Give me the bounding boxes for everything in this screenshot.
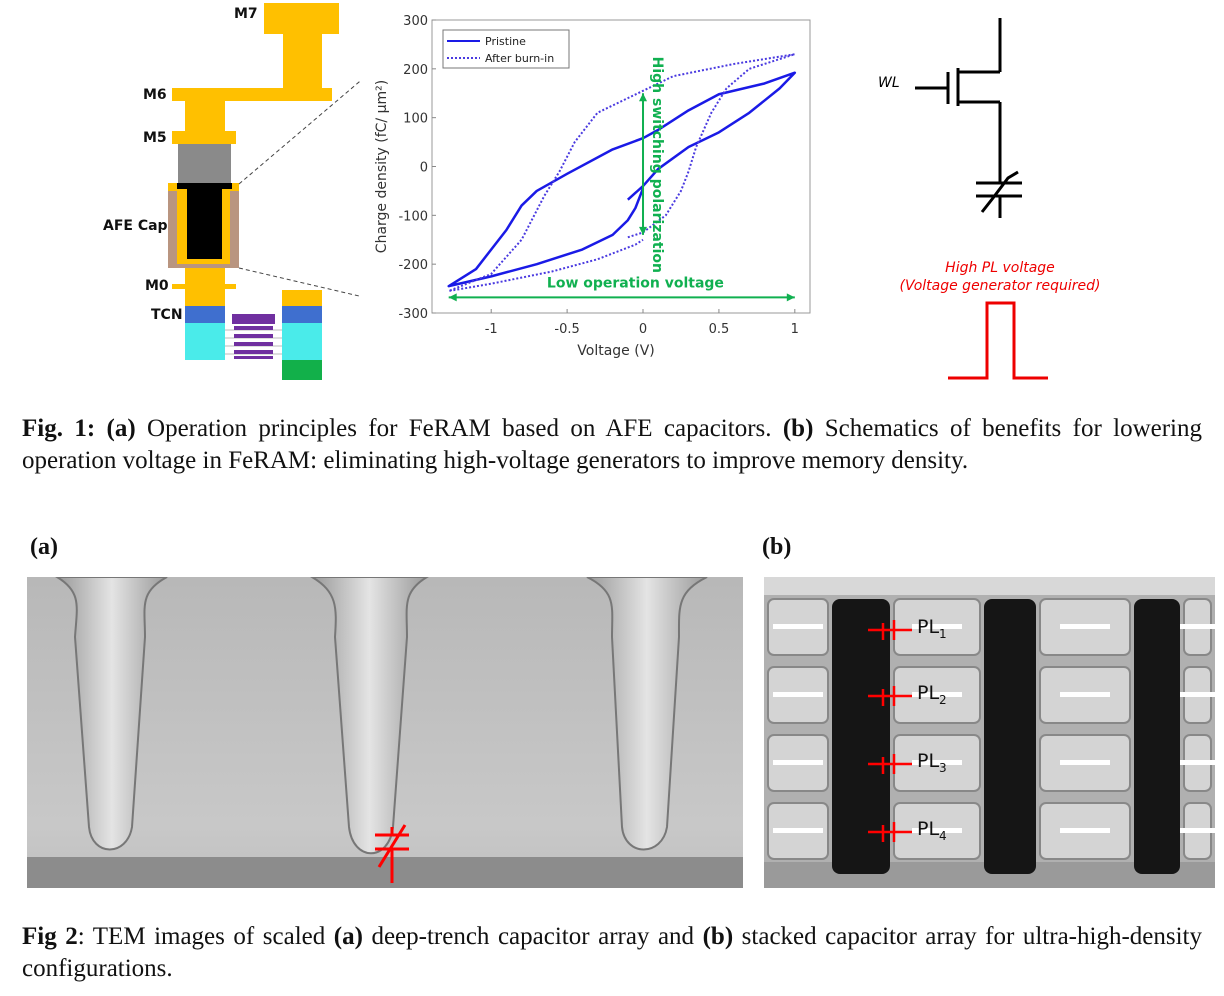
electrode-highlight <box>912 624 962 629</box>
zoom-guide-line <box>238 80 360 185</box>
electrode-highlight <box>1172 760 1215 765</box>
feram-cell-schematic: WL High PL voltage (Voltage generator re… <box>878 18 1101 380</box>
fig2-panel-b-label: (b) <box>762 534 792 560</box>
x-tick-label: 1 <box>791 322 799 337</box>
legend-label: Pristine <box>485 35 526 48</box>
electrode-highlight <box>912 828 962 833</box>
fig1-caption-a-text: Operation principles for FeRAM based on … <box>135 415 783 442</box>
fig2-caption-a: (a) <box>333 923 363 950</box>
pl-label-subscript: 2 <box>939 692 947 707</box>
electrode-highlight <box>1172 828 1215 833</box>
label-m5: M5 <box>143 130 167 146</box>
pl-label-subscript: 1 <box>939 626 947 641</box>
capacitor-symbol <box>868 822 912 842</box>
pl-label-base: PL <box>917 750 940 772</box>
label-m0: M0 <box>145 278 169 294</box>
electrode-highlight <box>1060 692 1110 697</box>
label-afe-cap: AFE Cap <box>103 218 168 234</box>
electrode-highlight <box>773 828 823 833</box>
electrode-highlight <box>912 692 962 697</box>
fig2-caption: Fig 2: TEM images of scaled (a) deep-tre… <box>22 921 1202 985</box>
legend-box <box>442 29 570 69</box>
x-tick-label: -1 <box>485 322 498 337</box>
tem-image-stacked <box>764 577 1215 888</box>
capacitor-symbol <box>868 754 912 774</box>
fig2-panel-a-label: (a) <box>30 534 58 560</box>
tem-image-deep-trench <box>27 577 743 888</box>
wl-label: WL <box>878 75 900 91</box>
interconnect-stack-diagram <box>168 3 360 380</box>
electrode-highlight <box>1172 692 1215 697</box>
pl-label-subscript: 3 <box>939 760 947 775</box>
capacitor-symbol <box>868 686 912 706</box>
electrode-highlight <box>773 692 823 697</box>
label-tcn: TCN <box>151 307 183 323</box>
x-tick-label: 0 <box>639 322 647 337</box>
hysteresis-chart: -1 -0.5 0 0.5 1 300 200 100 0 -100 -200 -300Voltage… <box>374 14 811 359</box>
fig2-caption-text2: deep-trench capacitor array and <box>362 923 703 950</box>
fig1-caption: Fig. 1: (a) Operation principles for FeR… <box>22 413 1202 477</box>
y-tick-label: 0 <box>420 161 428 176</box>
electrode-highlight <box>1060 624 1110 629</box>
y-tick-label: 100 <box>403 112 428 127</box>
electrode-highlight <box>912 760 962 765</box>
fig2-caption-label: Fig 2 <box>22 923 78 950</box>
pl-label-4: PL4 <box>917 818 947 843</box>
label-m6: M6 <box>143 87 167 103</box>
y-tick-label: -200 <box>398 258 428 273</box>
fig2-caption-b: (b) <box>702 923 734 950</box>
capacitor-symbol <box>375 824 409 883</box>
x-axis-label: Voltage (V) <box>577 343 654 359</box>
fig2-caption-text3: stacked capacitor array for ultra-high-d… <box>22 923 1202 982</box>
electrode-highlight <box>773 760 823 765</box>
electrode-highlight <box>1172 624 1215 629</box>
fig2-caption-text1: : TEM images of scaled <box>77 923 334 950</box>
x-tick-label: 0.5 <box>709 322 730 337</box>
capacitor-symbol <box>868 620 912 640</box>
electrode-highlight <box>773 624 823 629</box>
pl-label-subscript: 4 <box>939 828 947 843</box>
annotation-low-voltage: Low operation voltage <box>547 276 724 292</box>
pl-label-base: PL <box>917 818 940 840</box>
pl-note-line2: (Voltage generator required) <box>899 278 1100 294</box>
series-line-0 <box>447 71 797 288</box>
pl-label-base: PL <box>917 682 940 704</box>
y-axis-label: Charge density (fC/ μm²) <box>374 80 390 253</box>
fig1-caption-label: Fig. 1: <box>22 415 96 442</box>
electrode-highlight <box>1060 828 1110 833</box>
y-tick-label: 300 <box>403 14 428 29</box>
series-line-1 <box>447 53 796 293</box>
fig1-caption-b-text: Schematics of benefits for lowering oper… <box>22 415 1202 474</box>
zoom-guide-line <box>238 267 360 297</box>
legend-label: After burn-in <box>485 52 554 65</box>
fig1-caption-a: (a) <box>106 415 136 442</box>
y-tick-label: 200 <box>403 63 428 78</box>
pl-note-line1: High PL voltage <box>945 260 1055 276</box>
electrode-highlight <box>1060 760 1110 765</box>
x-tick-label: -0.5 <box>554 322 579 337</box>
pulse-waveform <box>948 301 1048 380</box>
label-m7: M7 <box>234 6 258 22</box>
y-tick-label: -300 <box>398 307 428 322</box>
fig1-caption-b: (b) <box>782 415 814 442</box>
pl-label-base: PL <box>917 616 940 638</box>
y-tick-label: -100 <box>398 209 428 224</box>
pl-label-1: PL1 <box>917 616 947 641</box>
annotation-high-switching: High switching polarization <box>649 57 665 273</box>
pl-label-2: PL2 <box>917 682 947 707</box>
pl-label-3: PL3 <box>917 750 947 775</box>
